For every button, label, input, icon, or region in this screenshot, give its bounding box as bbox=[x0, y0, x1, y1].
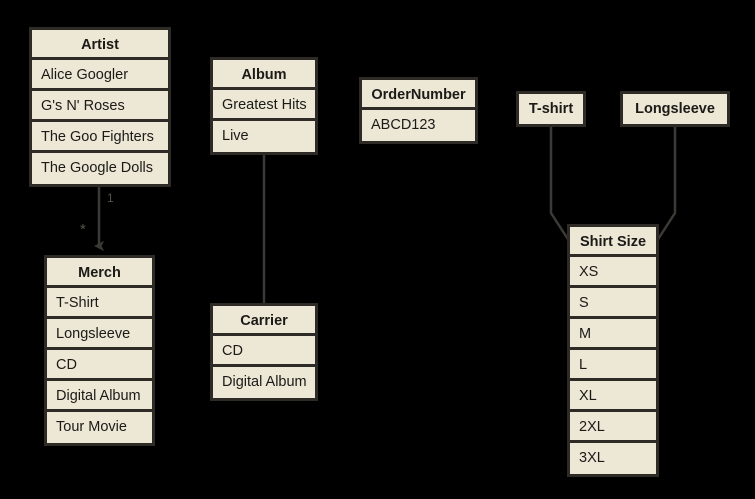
entity-album-row-0[interactable]: Greatest Hits bbox=[213, 90, 315, 121]
entity-artist-row-3[interactable]: The Google Dolls bbox=[32, 153, 168, 184]
entity-carrier-row-0[interactable]: CD bbox=[213, 336, 315, 367]
entity-merch-row-3[interactable]: Digital Album bbox=[47, 381, 152, 412]
entity-artist[interactable]: Artist Alice Googler G's N' Roses The Go… bbox=[29, 27, 171, 187]
entity-merch-row-4[interactable]: Tour Movie bbox=[47, 412, 152, 443]
entity-ordernumber-header: OrderNumber bbox=[362, 80, 475, 110]
entity-tshirt[interactable]: T-shirt bbox=[516, 91, 586, 127]
entity-merch-header: Merch bbox=[47, 258, 152, 288]
entity-ordernumber-row-0[interactable]: ABCD123 bbox=[362, 110, 475, 141]
entity-merch-row-0[interactable]: T-Shirt bbox=[47, 288, 152, 319]
entity-shirtsize-row-0[interactable]: XS bbox=[570, 257, 656, 288]
multiplicity-label-source: 1 bbox=[107, 191, 114, 205]
entity-artist-row-0[interactable]: Alice Googler bbox=[32, 60, 168, 91]
entity-shirtsize-row-1[interactable]: S bbox=[570, 288, 656, 319]
entity-tshirt-header: T-shirt bbox=[519, 94, 583, 124]
entity-album-header: Album bbox=[213, 60, 315, 90]
entity-merch[interactable]: Merch T-Shirt Longsleeve CD Digital Albu… bbox=[44, 255, 155, 446]
entity-shirtsize-row-4[interactable]: XL bbox=[570, 381, 656, 412]
entity-merch-row-1[interactable]: Longsleeve bbox=[47, 319, 152, 350]
entity-shirtsize-row-3[interactable]: L bbox=[570, 350, 656, 381]
entity-carrier-row-1[interactable]: Digital Album bbox=[213, 367, 315, 398]
entity-artist-row-2[interactable]: The Goo Fighters bbox=[32, 122, 168, 153]
entity-merch-row-2[interactable]: CD bbox=[47, 350, 152, 381]
entity-ordernumber[interactable]: OrderNumber ABCD123 bbox=[359, 77, 478, 144]
entity-artist-header: Artist bbox=[32, 30, 168, 60]
entity-carrier-header: Carrier bbox=[213, 306, 315, 336]
entity-album-row-1[interactable]: Live bbox=[213, 121, 315, 152]
entity-shirtsize-row-5[interactable]: 2XL bbox=[570, 412, 656, 443]
entity-artist-row-1[interactable]: G's N' Roses bbox=[32, 91, 168, 122]
entity-shirtsize-header: Shirt Size bbox=[570, 227, 656, 257]
entity-longsleeve-header: Longsleeve bbox=[623, 94, 727, 124]
entity-shirtsize-row-2[interactable]: M bbox=[570, 319, 656, 350]
entity-shirtsize-row-6[interactable]: 3XL bbox=[570, 443, 656, 474]
entity-carrier[interactable]: Carrier CD Digital Album bbox=[210, 303, 318, 401]
entity-album[interactable]: Album Greatest Hits Live bbox=[210, 57, 318, 155]
multiplicity-label-target: * bbox=[80, 221, 86, 238]
entity-shirtsize[interactable]: Shirt Size XS S M L XL 2XL 3XL bbox=[567, 224, 659, 477]
entity-longsleeve[interactable]: Longsleeve bbox=[620, 91, 730, 127]
